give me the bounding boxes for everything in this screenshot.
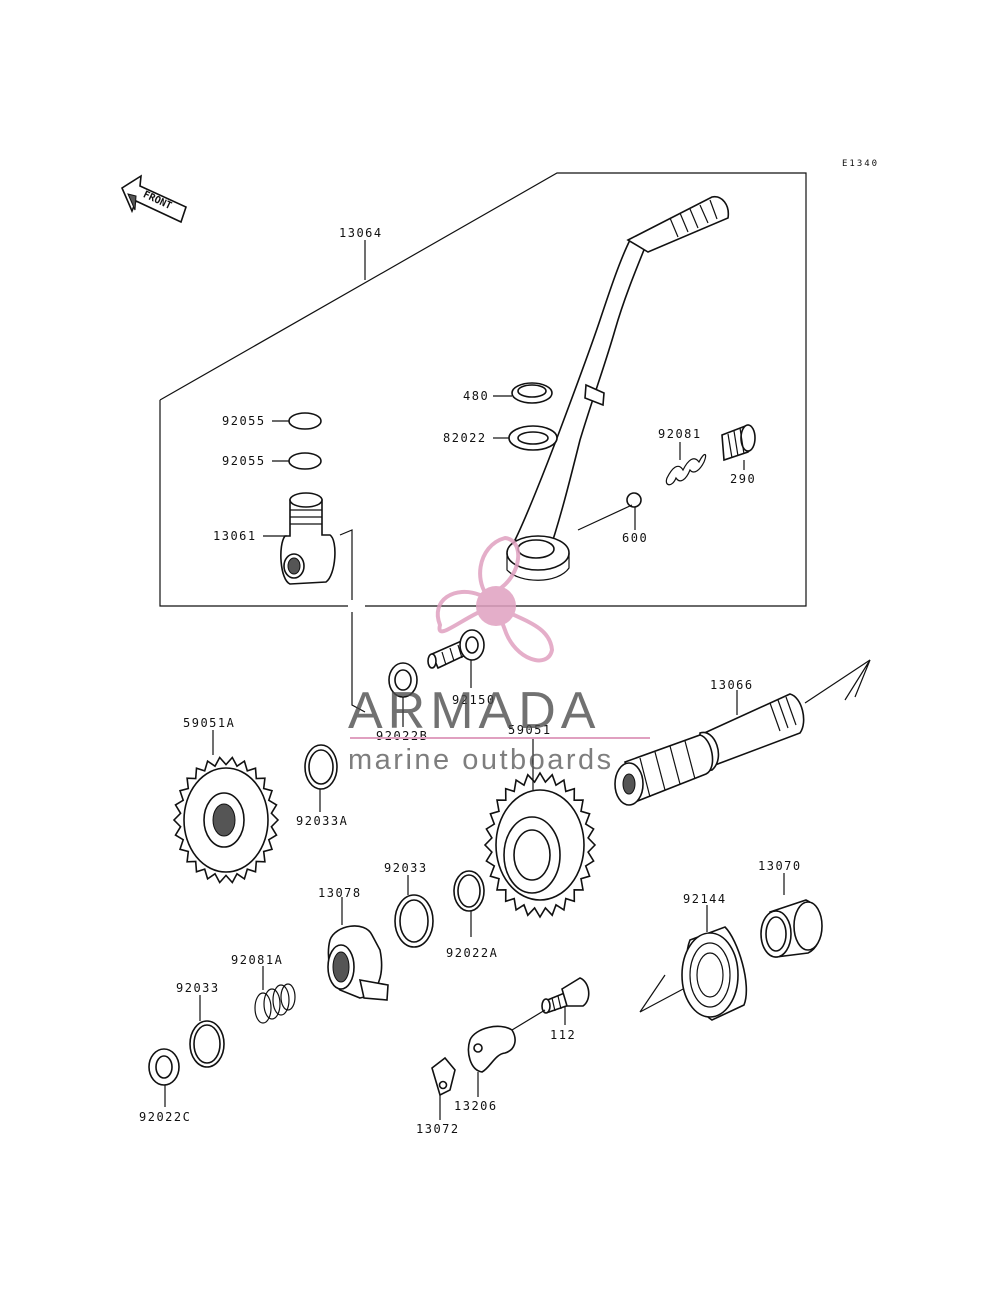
part-label: 92022A bbox=[446, 946, 498, 960]
ball-600 bbox=[626, 492, 642, 508]
propeller-logo bbox=[435, 535, 555, 663]
kick-shaft-13066 bbox=[614, 659, 871, 806]
kick-boss-13061 bbox=[280, 492, 336, 585]
assembly-guide-line bbox=[351, 612, 366, 713]
circlip-92033 bbox=[394, 894, 434, 948]
circlip-92033-lower bbox=[189, 1020, 225, 1068]
circlip-92033a bbox=[304, 744, 338, 790]
watermark-brand: ARMADA bbox=[348, 682, 600, 740]
part-label: 82022 bbox=[443, 431, 487, 445]
washer-82022 bbox=[508, 425, 558, 451]
part-label: 92081A bbox=[231, 953, 283, 967]
part-label: 92055 bbox=[222, 454, 266, 468]
washer-92022a bbox=[453, 870, 485, 912]
bolt-112 bbox=[541, 977, 590, 1014]
pawl-13072 bbox=[431, 1056, 456, 1097]
gear-59051 bbox=[483, 771, 597, 919]
washer-480 bbox=[511, 382, 553, 404]
part-label: 92033A bbox=[296, 814, 348, 828]
pin-92150 bbox=[427, 629, 485, 670]
spring-92081 bbox=[665, 453, 707, 486]
part-label: 92033 bbox=[176, 981, 220, 995]
part-label: 13070 bbox=[758, 859, 802, 873]
collar-13070 bbox=[760, 899, 823, 958]
part-label: 59051 bbox=[508, 723, 552, 737]
part-label: 13064 bbox=[339, 226, 383, 240]
part-label: 600 bbox=[622, 531, 648, 545]
assembly-guide-line bbox=[339, 529, 353, 600]
part-label: 13078 bbox=[318, 886, 362, 900]
o-ring-92055-a bbox=[288, 412, 322, 430]
spring-92081a bbox=[254, 983, 296, 1024]
o-ring-92055-b bbox=[288, 452, 322, 470]
part-label: 13066 bbox=[710, 678, 754, 692]
guide-13206 bbox=[467, 1009, 546, 1073]
ratchet-13078 bbox=[327, 925, 389, 1001]
part-label: 92033 bbox=[384, 861, 428, 875]
part-label: 92081 bbox=[658, 427, 702, 441]
part-label: 13206 bbox=[454, 1099, 498, 1113]
diagram-code: E1340 bbox=[842, 159, 879, 169]
spring-290 bbox=[721, 424, 756, 462]
part-label: 92144 bbox=[683, 892, 727, 906]
kick-pedal-lever bbox=[506, 195, 730, 581]
part-label: 92022C bbox=[139, 1110, 191, 1124]
gear-59051a bbox=[172, 756, 280, 884]
assembly-box bbox=[159, 172, 807, 607]
washer-92022c bbox=[148, 1048, 180, 1086]
part-label: 92150 bbox=[452, 693, 496, 707]
part-label: 112 bbox=[550, 1028, 576, 1042]
part-label: 480 bbox=[463, 389, 489, 403]
part-label: 290 bbox=[730, 472, 756, 486]
part-label: 13061 bbox=[213, 529, 257, 543]
part-label: 92022B bbox=[376, 729, 428, 743]
front-arrow-icon: FRONT bbox=[120, 174, 187, 224]
part-label: 13072 bbox=[416, 1122, 460, 1136]
kick-spring-92144 bbox=[639, 926, 748, 1021]
part-label: 59051A bbox=[183, 716, 235, 730]
leader-lines bbox=[164, 240, 785, 1120]
part-label: 92055 bbox=[222, 414, 266, 428]
watermark-tagline: marine outboards bbox=[348, 744, 614, 776]
